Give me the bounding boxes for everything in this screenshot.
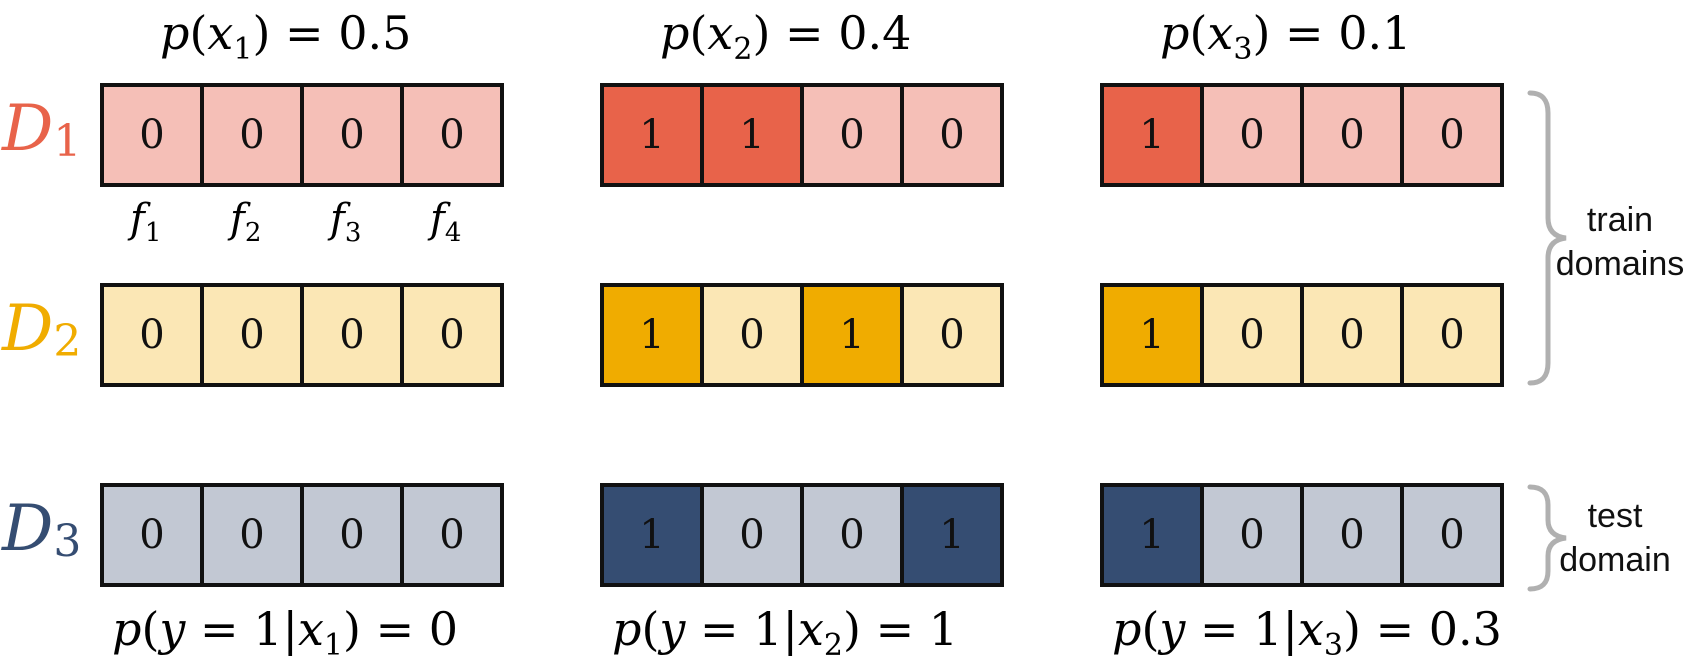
feature-cell: 1 xyxy=(900,487,1000,583)
feature-cell: 0 xyxy=(1300,87,1400,183)
domain-label-3: D3 xyxy=(2,492,82,567)
feature-cell: 0 xyxy=(104,287,200,383)
top-prob-label-3: p(x3) = 0.1 xyxy=(1160,6,1412,68)
feature-cell: 0 xyxy=(900,287,1000,383)
feature-cell: 1 xyxy=(604,87,700,183)
feature-cell: 0 xyxy=(800,487,900,583)
feature-cell: 0 xyxy=(1300,287,1400,383)
train-label-line2: domains xyxy=(1555,245,1685,283)
test-domain-label: test domain xyxy=(1545,494,1685,582)
train-domains-label: train domains xyxy=(1545,198,1695,286)
feature-cell: 0 xyxy=(1400,287,1500,383)
feature-cell: 0 xyxy=(800,87,900,183)
feature-label-3: f3 xyxy=(330,196,362,248)
test-brace xyxy=(1527,484,1567,592)
test-label-line2: domain xyxy=(1559,541,1671,579)
bottom-cond-label-2: p(y = 1|x2) = 1 xyxy=(612,602,959,663)
feature-cell: 0 xyxy=(1300,487,1400,583)
domain-label-2: D2 xyxy=(2,292,82,367)
feature-cell: 0 xyxy=(300,287,400,383)
feature-cell: 1 xyxy=(1104,87,1200,183)
feature-cell: 0 xyxy=(400,87,500,183)
bottom-cond-label-3: p(y = 1|x3) = 0.3 xyxy=(1112,602,1502,663)
train-label-line1: train xyxy=(1586,201,1654,239)
domain-label-1: D1 xyxy=(2,92,82,167)
bottom-cond-label-1: p(y = 1|x1) = 0 xyxy=(112,602,459,663)
feature-cell: 0 xyxy=(1400,487,1500,583)
feature-cell: 0 xyxy=(200,287,300,383)
feature-cell: 0 xyxy=(1200,487,1300,583)
test-label-line1: test xyxy=(1587,497,1643,535)
feature-label-1: f1 xyxy=(130,196,162,248)
train-brace xyxy=(1527,90,1567,386)
feature-cell: 0 xyxy=(300,487,400,583)
feature-cell: 0 xyxy=(200,487,300,583)
feature-cell: 0 xyxy=(700,287,800,383)
feature-cell: 0 xyxy=(1200,287,1300,383)
feature-cell: 0 xyxy=(400,487,500,583)
feature-cell: 1 xyxy=(1104,487,1200,583)
feature-label-4: f4 xyxy=(430,196,462,248)
feature-cell: 0 xyxy=(300,87,400,183)
feature-cell: 1 xyxy=(604,287,700,383)
feature-label-2: f2 xyxy=(230,196,262,248)
feature-cell: 1 xyxy=(604,487,700,583)
feature-cell: 0 xyxy=(104,87,200,183)
feature-cell: 1 xyxy=(800,287,900,383)
top-prob-label-2: p(x2) = 0.4 xyxy=(660,6,912,68)
feature-cell: 0 xyxy=(1200,87,1300,183)
feature-cell: 1 xyxy=(1104,287,1200,383)
feature-cell: 0 xyxy=(400,287,500,383)
feature-cell: 0 xyxy=(200,87,300,183)
feature-cell: 0 xyxy=(900,87,1000,183)
feature-cell: 0 xyxy=(104,487,200,583)
feature-cell: 0 xyxy=(1400,87,1500,183)
feature-cell: 1 xyxy=(700,87,800,183)
top-prob-label-1: p(x1) = 0.5 xyxy=(160,6,412,68)
feature-cell: 0 xyxy=(700,487,800,583)
